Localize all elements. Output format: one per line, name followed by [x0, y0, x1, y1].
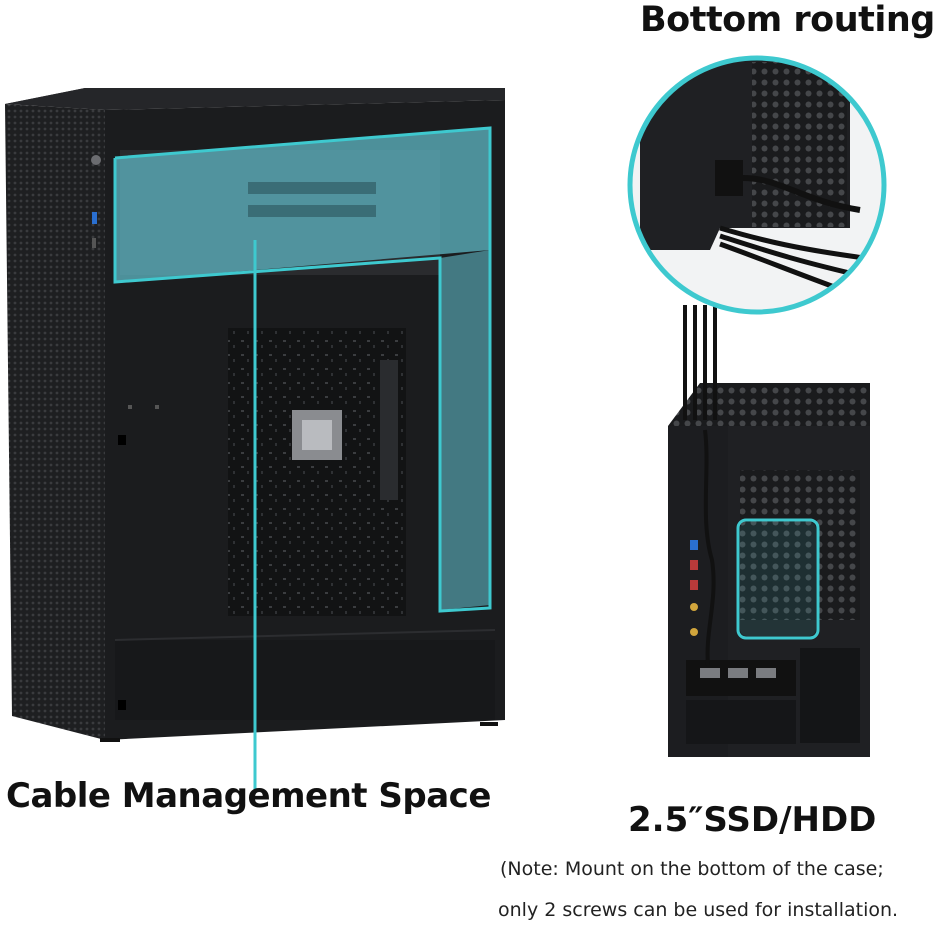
usbc-port-icon	[92, 238, 96, 248]
case-right	[668, 305, 870, 757]
note-line-1: (Note: Mount on the bottom of the case;	[500, 858, 884, 880]
usb-port-icon	[92, 212, 97, 224]
motherboard	[228, 328, 406, 616]
bottom-routing-zoom	[627, 55, 887, 315]
power-button-icon	[91, 155, 101, 165]
rear-mesh	[740, 470, 860, 620]
ssd-highlight	[736, 518, 820, 640]
cable-management-highlight	[113, 126, 492, 790]
ssd-hdd-title: 2.5″SSD/HDD	[628, 800, 877, 840]
note-line-2: only 2 screws can be used for installati…	[498, 899, 899, 921]
cable-management-title: Cable Management Space	[6, 776, 491, 816]
bottom-routing-title: Bottom routing	[640, 0, 935, 40]
side-mesh-panel	[5, 104, 105, 740]
